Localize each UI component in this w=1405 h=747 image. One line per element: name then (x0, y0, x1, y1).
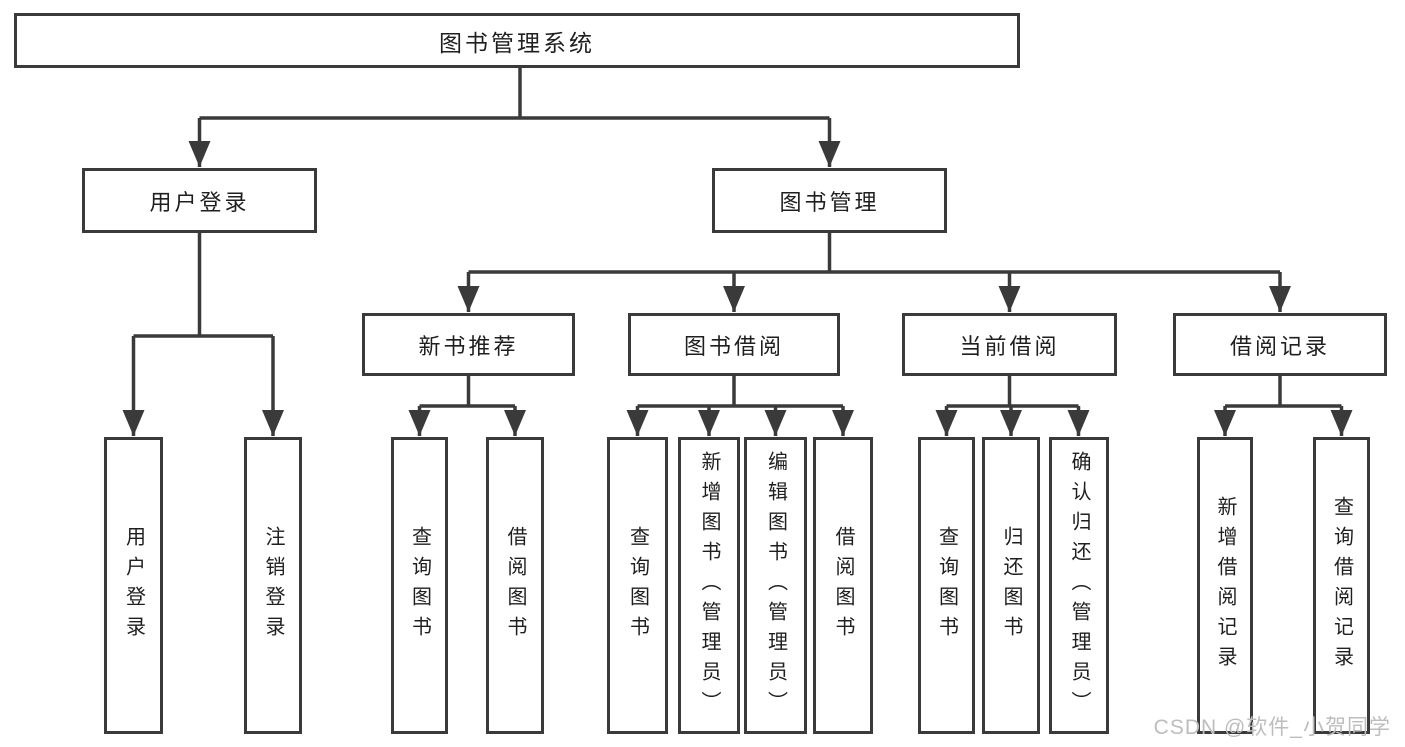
leaf-recommend-query-books: 查询图书 (391, 437, 448, 734)
leaf-records-add-record: 新增借阅记录 (1197, 437, 1253, 734)
node-user-login: 用户登录 (82, 168, 317, 233)
node-borrowing-records: 借阅记录 (1173, 313, 1387, 376)
leaf-user-login: 用户登录 (104, 437, 163, 734)
leaf-borrow-borrow-books: 借阅图书 (813, 437, 873, 734)
node-new-book-recommendation: 新书推荐 (362, 313, 575, 376)
leaf-current-return-books: 归还图书 (982, 437, 1040, 734)
node-book-management: 图书管理 (712, 168, 947, 233)
node-book-borrowing: 图书借阅 (628, 313, 840, 376)
leaf-current-confirm-return-admin: 确认归还（管理员） (1049, 437, 1109, 734)
leaf-logout: 注销登录 (244, 437, 302, 734)
leaf-borrow-edit-books-admin: 编辑图书（管理员） (744, 437, 807, 734)
leaf-borrow-query-books: 查询图书 (607, 437, 668, 734)
leaf-recommend-borrow-books: 借阅图书 (486, 437, 544, 734)
leaf-current-query-books: 查询图书 (918, 437, 975, 734)
watermark: CSDN @软件_小贺同学 (1153, 716, 1391, 739)
leaf-borrow-add-books-admin: 新增图书（管理员） (678, 437, 740, 734)
leaf-records-query-record: 查询借阅记录 (1313, 437, 1370, 734)
node-current-borrowing: 当前借阅 (902, 313, 1117, 376)
node-root: 图书管理系统 (14, 13, 1020, 68)
